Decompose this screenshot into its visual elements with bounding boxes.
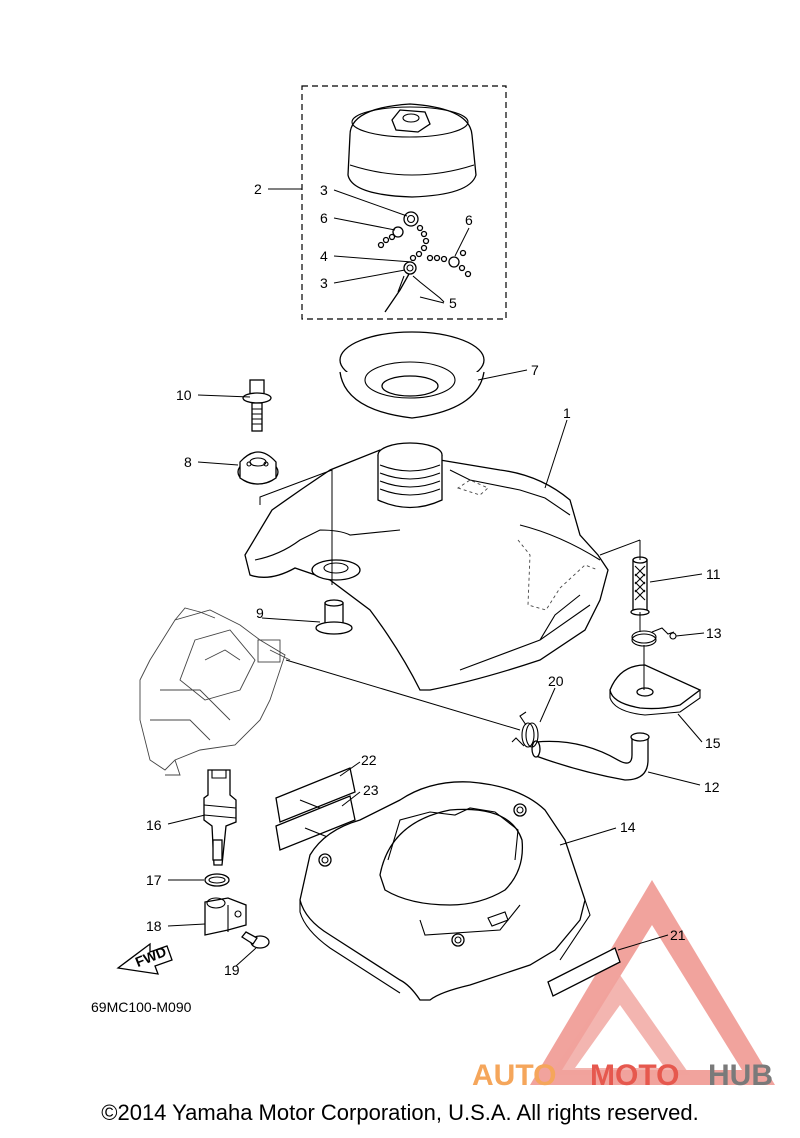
filler-grommet (339, 331, 485, 419)
callout-6a: 6 (320, 210, 328, 226)
callout-18: 18 (146, 918, 162, 934)
choke-knob (203, 769, 237, 866)
watermark-part2: MOTO (590, 1059, 679, 1092)
fuel-cap (347, 103, 477, 198)
callout-7: 7 (531, 362, 539, 378)
callout-21: 21 (670, 927, 686, 943)
copyright-notice: ©2014 Yamaha Motor Corporation, U.S.A. A… (101, 1100, 699, 1125)
knob-collar (204, 897, 247, 936)
callout-22: 22 (361, 752, 377, 768)
fwd-arrow-icon: FWD (116, 942, 173, 975)
callout-13: 13 (706, 625, 722, 641)
callout-20: 20 (548, 673, 564, 689)
callout-16: 16 (146, 817, 162, 833)
base-plate (299, 781, 591, 1001)
hose-clip-20 (511, 711, 539, 748)
fuel-tank (244, 442, 609, 691)
filter-plate (609, 664, 702, 716)
label-21 (547, 947, 621, 997)
callout-8: 8 (184, 454, 192, 470)
callout-3a: 3 (320, 182, 328, 198)
callout-12: 12 (704, 779, 720, 795)
callout-6b: 6 (465, 212, 473, 228)
cap-chain (377, 211, 472, 313)
callout-14: 14 (620, 819, 636, 835)
watermark-text: AUTO MOTO HUB (472, 1059, 773, 1092)
callout-17: 17 (146, 872, 162, 888)
hose-clip-13 (631, 627, 677, 647)
callout-1: 1 (563, 405, 571, 421)
watermark-part1: AUTO (472, 1059, 556, 1092)
watermark-part3: HUB (708, 1059, 773, 1092)
callout-19: 19 (224, 962, 240, 978)
fuel-hose (531, 732, 650, 781)
o-ring (204, 873, 230, 887)
callout-15: 15 (705, 735, 721, 751)
callout-23: 23 (363, 782, 379, 798)
kit-box-outline (301, 85, 507, 320)
callout-3b: 3 (320, 275, 328, 291)
diagram-code: 69MC100-M090 (91, 999, 192, 1015)
callout-4: 4 (320, 248, 328, 264)
callout-10: 10 (176, 387, 192, 403)
callout-5: 5 (449, 295, 457, 311)
collar (315, 599, 353, 635)
carburetor-ghost (139, 607, 291, 776)
watermark-logo-icon (530, 880, 775, 1085)
o-ring-inner (208, 876, 226, 884)
callout-11: 11 (706, 566, 721, 582)
tank-bolt (242, 379, 272, 432)
callout-2: 2 (254, 181, 262, 197)
tank-grommet (237, 451, 279, 485)
screw (241, 931, 270, 949)
callout-9: 9 (256, 605, 264, 621)
fuel-filter (630, 556, 650, 616)
label-plates (275, 767, 356, 851)
leader-lines (167, 188, 705, 967)
